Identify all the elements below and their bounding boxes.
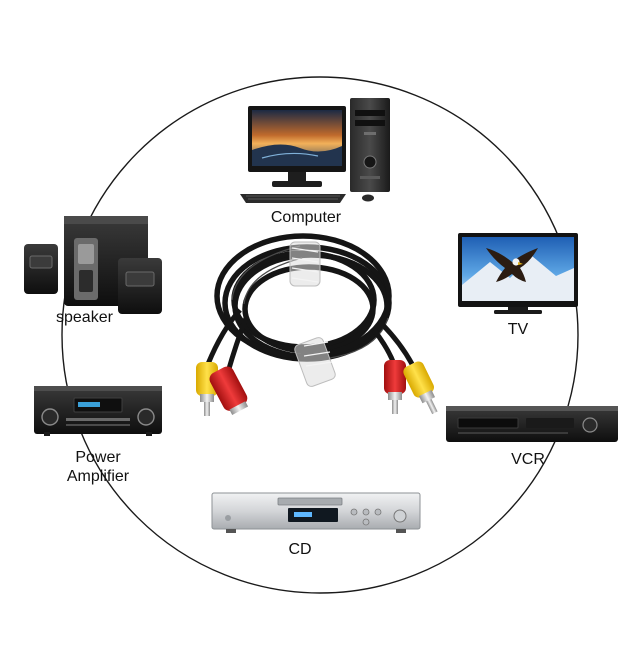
power-amplifier-label-line1: Power [75, 449, 121, 466]
connection-ring [61, 76, 579, 594]
yellow-rca-plug-left [196, 362, 218, 416]
computer-icon [240, 98, 390, 203]
tv-label: TV [507, 321, 529, 338]
power-amplifier-label-line2: Amplifier [66, 468, 130, 485]
red-rca-plug-left [209, 366, 249, 415]
power-amplifier-icon [34, 386, 162, 436]
computer-label: Computer [270, 209, 342, 226]
cd-player-icon [211, 492, 421, 533]
tv-icon [458, 233, 578, 314]
power-amplifier-label: Power Amplifier [48, 448, 148, 486]
speaker-icon [24, 216, 162, 314]
cd-label: CD [288, 541, 312, 558]
yellow-rca-plug-right [403, 361, 438, 415]
vcr-icon [446, 406, 618, 442]
speaker-label: speaker [56, 309, 113, 326]
vcr-label: VCR [511, 451, 545, 468]
rca-av-cable-icon [196, 233, 438, 416]
red-rca-plug-right [384, 360, 406, 414]
